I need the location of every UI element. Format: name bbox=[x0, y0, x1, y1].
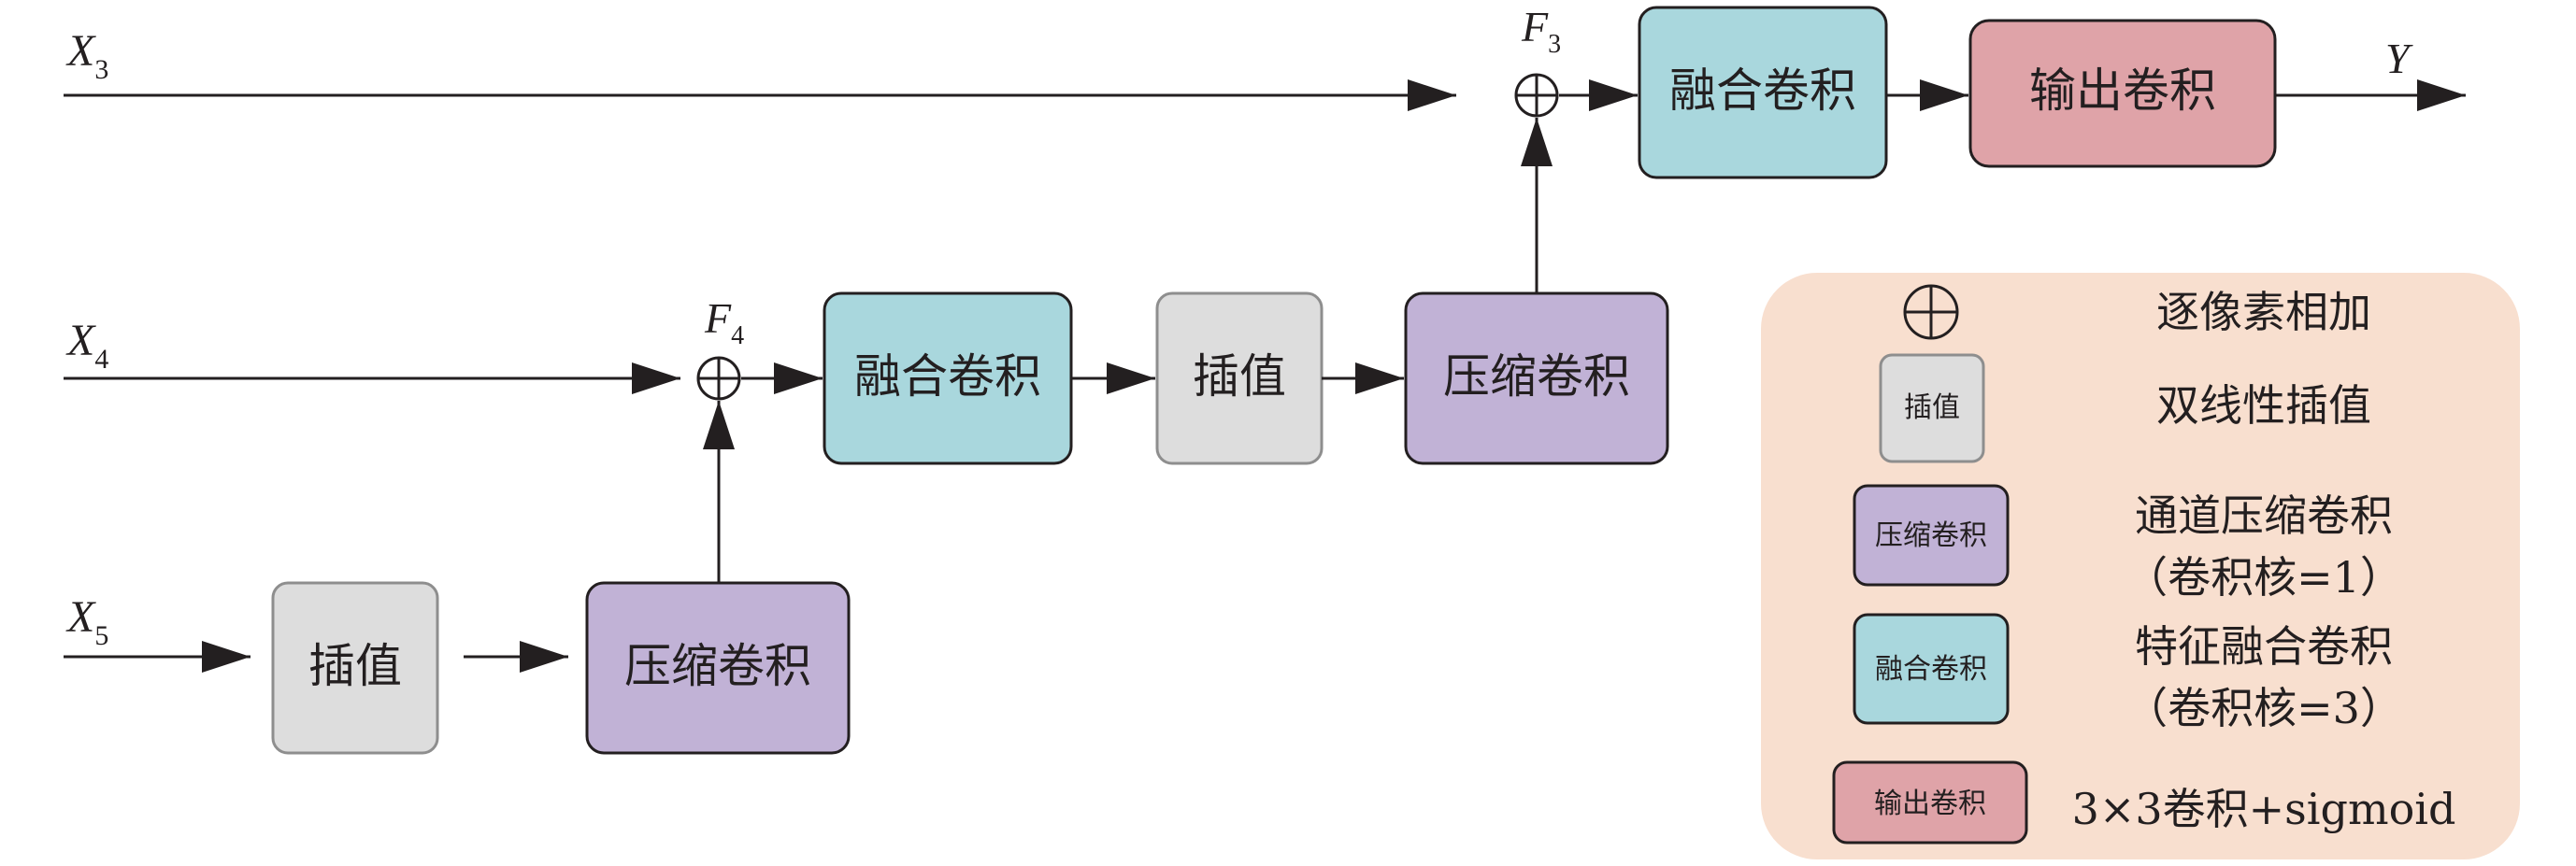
interp-block-middle-label: 插值 bbox=[1193, 349, 1286, 404]
legend: 逐像素相加 插值 双线性插值 压缩卷积 通道压缩卷积 （卷积核=1） 融合卷积 … bbox=[1761, 273, 2520, 859]
legend-fusion-text-line1: 特征融合卷积 bbox=[2135, 621, 2393, 672]
fusion-block-top: 融合卷积 bbox=[1638, 6, 1888, 179]
input-x5-label: X5 bbox=[65, 592, 108, 651]
fusion-block-middle-label: 融合卷积 bbox=[854, 349, 1041, 404]
compress-block-bottom-label: 压缩卷积 bbox=[624, 639, 811, 693]
legend-add-text: 逐像素相加 bbox=[2156, 287, 2371, 337]
legend-compress-swatch-label: 压缩卷积 bbox=[1875, 519, 1987, 552]
compress-block-middle: 压缩卷积 bbox=[1404, 291, 1669, 465]
legend-interp-swatch: 插值 bbox=[1879, 353, 1985, 463]
sum-f4-label: F4 bbox=[704, 294, 744, 350]
row-x5: X5 插值 压缩卷积 bbox=[64, 401, 851, 755]
interp-block-bottom-label: 插值 bbox=[308, 639, 402, 693]
legend-interp-text: 双线性插值 bbox=[2156, 380, 2371, 431]
legend-compress-text-line1: 通道压缩卷积 bbox=[2135, 490, 2393, 541]
interp-block-middle: 插值 bbox=[1155, 291, 1324, 465]
legend-compress-swatch: 压缩卷积 bbox=[1853, 484, 2010, 587]
compress-block-bottom: 压缩卷积 bbox=[585, 581, 851, 755]
compress-block-middle-label: 压缩卷积 bbox=[1443, 349, 1630, 404]
output-y-label: Y bbox=[2385, 35, 2413, 82]
output-block-label: 输出卷积 bbox=[2029, 64, 2216, 118]
add-f3-icon bbox=[1514, 73, 1559, 118]
row-x4: X4 F4 融合卷积 插值 压缩卷积 bbox=[64, 118, 1669, 465]
legend-interp-swatch-label: 插值 bbox=[1904, 391, 1960, 424]
legend-fusion-swatch-label: 融合卷积 bbox=[1875, 653, 1987, 686]
fusion-block-middle: 融合卷积 bbox=[823, 291, 1073, 465]
input-x4-label: X4 bbox=[65, 316, 108, 375]
legend-fusion-text-line2: （卷积核=3） bbox=[2125, 683, 2403, 733]
legend-compress-text-line2: （卷积核=1） bbox=[2125, 552, 2403, 603]
sum-f3-label: F3 bbox=[1521, 3, 1561, 59]
legend-output-swatch: 输出卷积 bbox=[1832, 760, 2028, 845]
fusion-block-top-label: 融合卷积 bbox=[1669, 64, 1856, 118]
output-block: 输出卷积 bbox=[1968, 19, 2277, 168]
legend-output-text: 3×3卷积+sigmoid bbox=[2072, 784, 2456, 834]
add-f4-icon bbox=[696, 356, 741, 401]
legend-add-icon bbox=[1903, 284, 1959, 340]
legend-output-swatch-label: 输出卷积 bbox=[1874, 788, 1986, 820]
legend-fusion-swatch: 融合卷积 bbox=[1853, 613, 2010, 725]
input-x3-label: X3 bbox=[65, 26, 108, 85]
interp-block-bottom: 插值 bbox=[271, 581, 439, 755]
row-x3: X3 F3 融合卷积 输出卷积 Y bbox=[64, 3, 2466, 179]
